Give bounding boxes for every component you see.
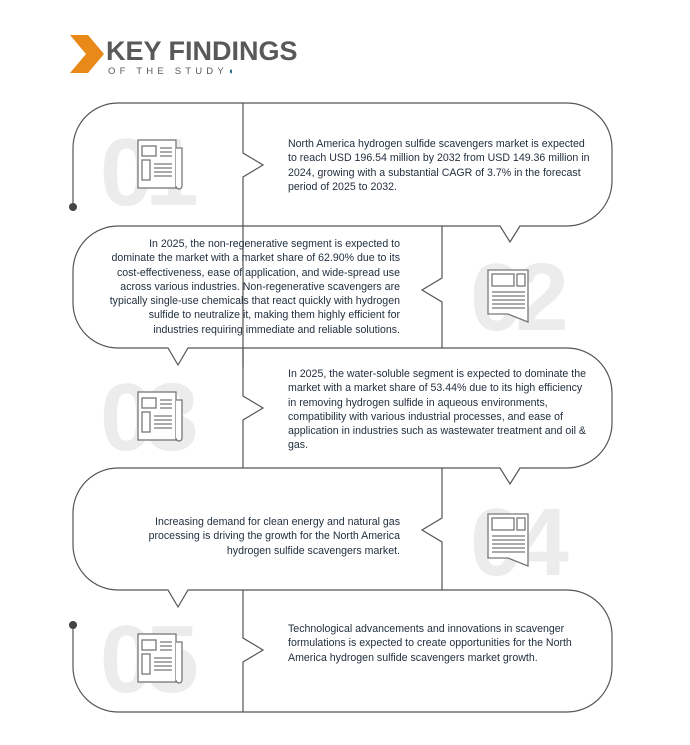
page-subtitle: OF THE STUDY◖	[108, 66, 234, 77]
finding-text-3: In 2025, the water-soluble segment is ex…	[288, 368, 586, 452]
page-title: KEY FINDINGS	[106, 36, 298, 66]
newspaper-icon	[487, 513, 529, 567]
subtitle-dot-icon: ◖	[227, 66, 234, 77]
logo-chevron-icon	[70, 35, 104, 73]
newspaper-icon	[487, 269, 529, 323]
newspaper-icon	[137, 391, 183, 442]
newspaper-icon	[137, 139, 183, 190]
finding-text-1: North America hydrogen sulfide scavenger…	[288, 138, 590, 193]
newspaper-icon	[137, 633, 183, 684]
finding-text-4: Increasing demand for clean energy and n…	[148, 516, 400, 557]
finding-text-2: In 2025, the non-regenerative segment is…	[109, 238, 400, 336]
subtitle-text: OF THE STUDY	[108, 66, 228, 77]
finding-text-5: Technological advancements and innovatio…	[288, 623, 572, 664]
